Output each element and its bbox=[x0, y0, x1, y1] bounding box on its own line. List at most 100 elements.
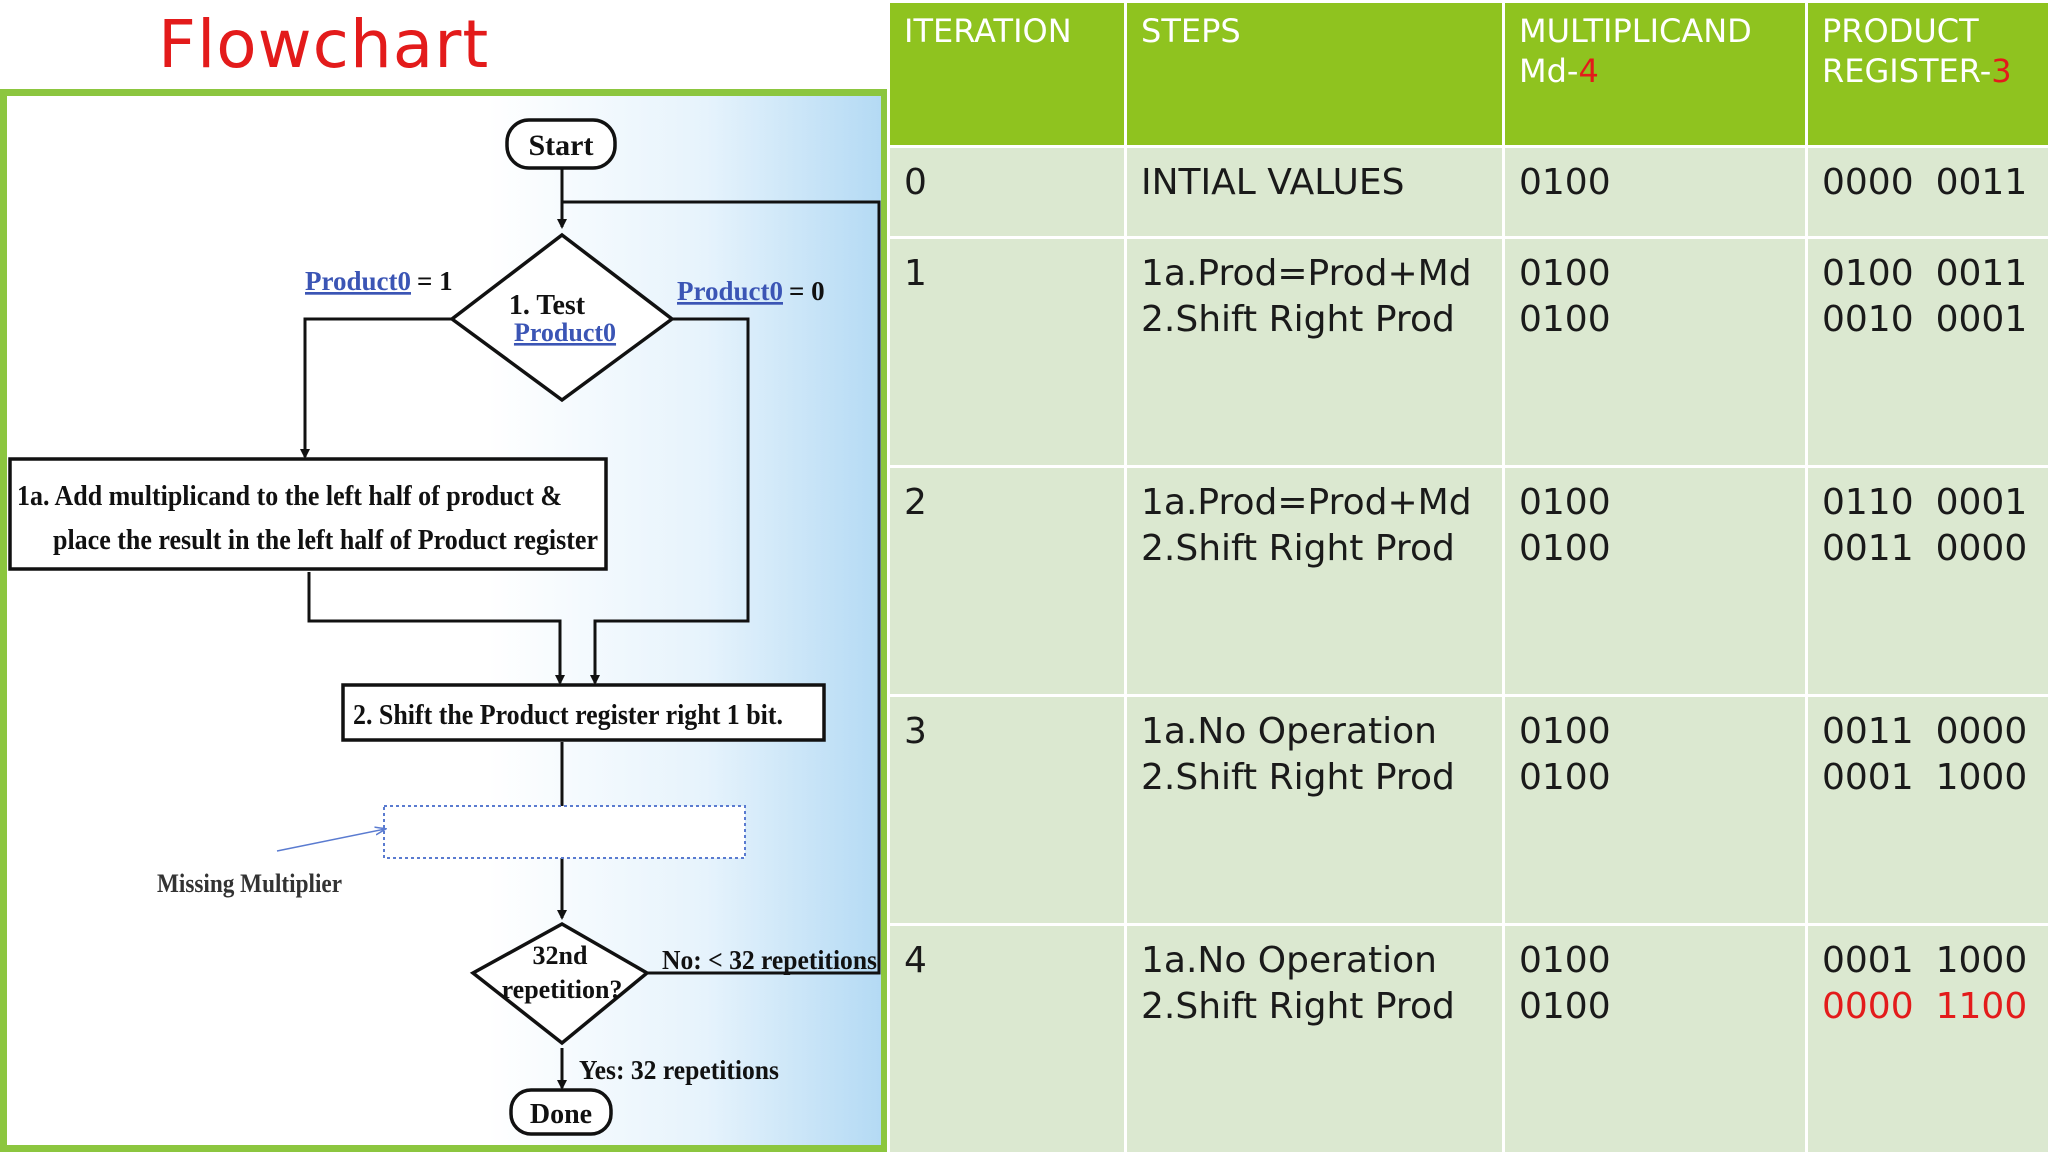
shift-box-label: 2. Shift the Product register right 1 bi… bbox=[353, 700, 783, 731]
step-text: 2.Shift Right Prod bbox=[1141, 297, 1488, 343]
no-repetitions-label: No: < 32 repetitions bbox=[662, 945, 877, 975]
md-value: 0100 bbox=[1519, 480, 1791, 526]
add-box-line2: place the result in the left half of Pro… bbox=[53, 525, 598, 556]
missing-multiplier-box bbox=[384, 806, 745, 858]
step-text: 1a.Prod=Prod+Md bbox=[1141, 480, 1488, 526]
prod-value: 0001 1000 bbox=[1822, 755, 2034, 801]
header-steps: STEPS bbox=[1126, 2, 1504, 147]
missing-multiplier-pointer bbox=[277, 829, 385, 851]
header-multiplicand-line2: Md-4 bbox=[1519, 51, 1791, 91]
iteration-value: 1 bbox=[904, 253, 927, 294]
prod-value: 0001 1000 bbox=[1822, 938, 2034, 984]
header-iteration-label: ITERATION bbox=[904, 12, 1072, 50]
eq0-text: = 0 bbox=[789, 276, 825, 306]
md-value: 0100 bbox=[1519, 251, 1791, 297]
step-text: 2.Shift Right Prod bbox=[1141, 526, 1488, 572]
header-iteration: ITERATION bbox=[889, 2, 1126, 147]
iteration-cell: 0 bbox=[889, 147, 1126, 238]
md-value: 0100 bbox=[1519, 709, 1791, 755]
table-row: 0 INTIAL VALUES 0100 0000 0011 bbox=[889, 147, 2048, 238]
yes-repetitions-label: Yes: 32 repetitions bbox=[579, 1055, 779, 1085]
connector-test-add bbox=[305, 319, 452, 457]
md-value: 0100 bbox=[1519, 526, 1791, 572]
prod-right: 0000 bbox=[1936, 711, 2028, 752]
prod-left: 0011 bbox=[1822, 711, 1914, 752]
prod-right: 1100 bbox=[1936, 986, 2028, 1027]
prod-right: 0001 bbox=[1936, 482, 2028, 523]
product0-equals-1-label: Product0= 1 bbox=[305, 266, 453, 296]
multiplication-steps-table: ITERATION STEPS MULTIPLICAND Md-4 PRODUC… bbox=[887, 0, 2048, 1155]
product0-link-left: Product0 bbox=[305, 266, 411, 296]
step-text: 1a.No Operation bbox=[1141, 709, 1488, 755]
prod-left: 0000 bbox=[1822, 162, 1914, 203]
md-value: 0100 bbox=[1519, 297, 1791, 343]
prod-left: 0110 bbox=[1822, 482, 1914, 523]
prod-right: 0011 bbox=[1936, 253, 2028, 294]
test-product0-label: Product0 bbox=[514, 318, 616, 347]
multiplicand-cell: 0100 bbox=[1504, 147, 1807, 238]
iteration-value: 0 bbox=[904, 162, 927, 203]
header-product-line1: PRODUCT bbox=[1822, 11, 2034, 51]
header-register-value: 3 bbox=[1991, 52, 2011, 90]
prod-right: 1000 bbox=[1936, 757, 2028, 798]
steps-cell: INTIAL VALUES bbox=[1126, 147, 1504, 238]
product0-link-right: Product0 bbox=[677, 276, 783, 306]
product-cell: 0000 0011 bbox=[1807, 147, 2048, 238]
prod-left: 0100 bbox=[1822, 253, 1914, 294]
prod-value: 0000 0011 bbox=[1822, 160, 2034, 206]
header-multiplicand-line1: MULTIPLICAND bbox=[1519, 11, 1791, 51]
prod-value: 0110 0001 bbox=[1822, 480, 2034, 526]
table-header-row: ITERATION STEPS MULTIPLICAND Md-4 PRODUC… bbox=[889, 2, 2048, 147]
md-value: 0100 bbox=[1519, 984, 1791, 1030]
add-box-line1: 1a. Add multiplicand to the left half of… bbox=[17, 481, 562, 512]
product0-equals-0-label: Product0= 0 bbox=[677, 276, 825, 306]
product-cell: 0011 0000 0001 1000 bbox=[1807, 696, 2048, 925]
header-steps-label: STEPS bbox=[1141, 12, 1241, 50]
step-text: 1a.No Operation bbox=[1141, 938, 1488, 984]
prod-right: 1000 bbox=[1936, 940, 2028, 981]
prod-left: 0001 bbox=[1822, 757, 1914, 798]
prod-left: 0011 bbox=[1822, 528, 1914, 569]
md-value: 0100 bbox=[1519, 938, 1791, 984]
connector-test-shift bbox=[595, 319, 748, 683]
prod-value: 0100 0011 bbox=[1822, 251, 2034, 297]
iteration-value: 4 bbox=[904, 940, 927, 981]
prod-right: 0000 bbox=[1936, 528, 2028, 569]
product-cell: 0110 0001 0011 0000 bbox=[1807, 467, 2048, 696]
slide-title: Flowchart bbox=[158, 6, 489, 83]
iteration-cell: 4 bbox=[889, 925, 1126, 1154]
flowchart-panel: Start 1. Test Product0 Product0= 1 Produ… bbox=[0, 89, 888, 1152]
connector-add-shift bbox=[309, 572, 560, 683]
step-text: INTIAL VALUES bbox=[1141, 160, 1488, 206]
prod-left: 0010 bbox=[1822, 299, 1914, 340]
header-multiplicand: MULTIPLICAND Md-4 bbox=[1504, 2, 1807, 147]
header-register-prefix: REGISTER- bbox=[1822, 52, 1991, 90]
iteration-cell: 2 bbox=[889, 467, 1126, 696]
step-text: 2.Shift Right Prod bbox=[1141, 755, 1488, 801]
iteration-value: 3 bbox=[904, 711, 927, 752]
header-product-register: PRODUCT REGISTER-3 bbox=[1807, 2, 2048, 147]
step-text: 2.Shift Right Prod bbox=[1141, 984, 1488, 1030]
header-md-value: 4 bbox=[1578, 52, 1598, 90]
prod-left: 0001 bbox=[1822, 940, 1914, 981]
prod-right: 0011 bbox=[1936, 162, 2028, 203]
eq1-text: = 1 bbox=[417, 266, 453, 296]
rep-label-line1: 32nd bbox=[533, 941, 588, 970]
iteration-cell: 3 bbox=[889, 696, 1126, 925]
start-label: Start bbox=[529, 129, 594, 162]
